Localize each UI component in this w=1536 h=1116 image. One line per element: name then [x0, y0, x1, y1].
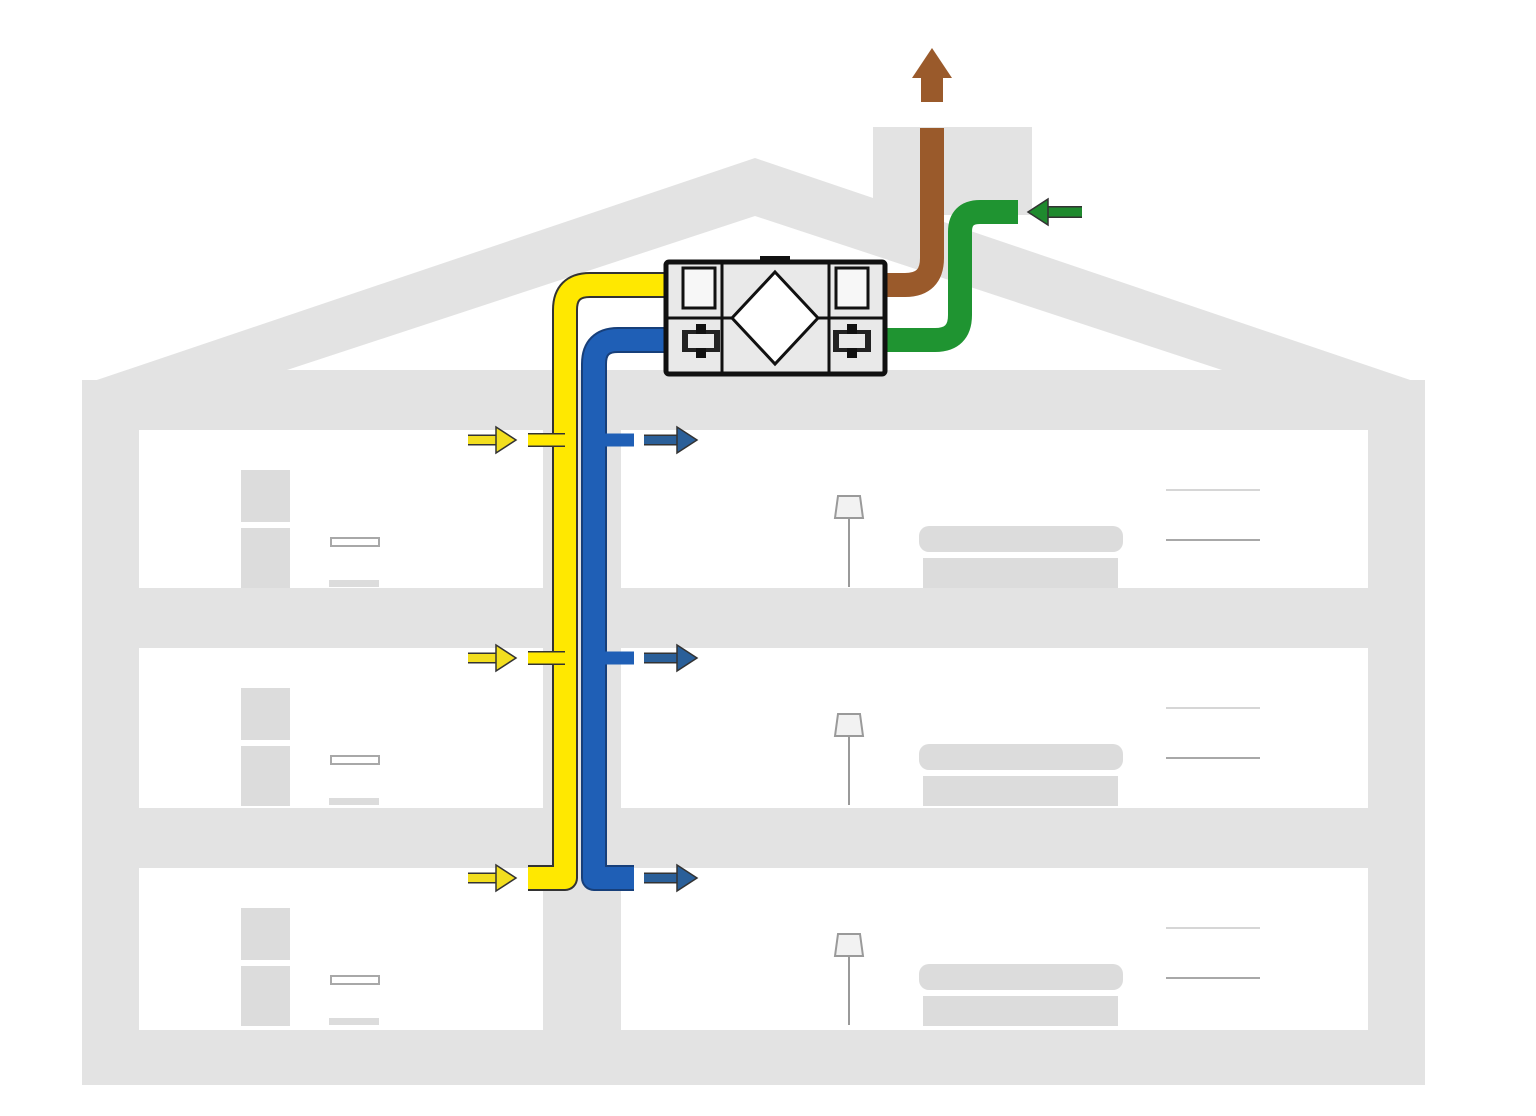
filter-right-icon	[834, 266, 870, 310]
wardrobe-upper	[241, 470, 290, 522]
filter-left-icon	[681, 266, 717, 310]
sofa-seat	[923, 776, 1118, 806]
extract-air-arrow-2-head	[495, 643, 518, 673]
shelf-icon	[330, 537, 380, 547]
supply-air-arrow-1-head	[676, 863, 699, 893]
wardrobe-lower	[241, 966, 290, 1026]
unit-top-latch	[760, 256, 790, 262]
exhaust-air-duct	[885, 128, 944, 297]
extract-air-arrow-2	[468, 643, 518, 673]
supply-air-arrow-2-head	[676, 643, 699, 673]
heat-exchanger-core-icon	[729, 269, 821, 367]
shelf-icon	[330, 975, 380, 985]
fan-right-icon	[833, 324, 871, 358]
supply-air-arrow-3	[644, 425, 699, 455]
shelf-icon	[330, 755, 380, 765]
fresh-air-arrow	[1026, 197, 1082, 227]
floor-2-furniture	[241, 688, 1260, 806]
wardrobe-upper	[241, 908, 290, 960]
fresh-air-arrow-head	[1026, 197, 1049, 227]
exhaust-air-arrow-shaft	[921, 76, 943, 102]
low-cabinet	[329, 798, 379, 805]
sofa-seat	[923, 558, 1118, 588]
low-cabinet	[329, 580, 379, 587]
floor-lamp-icon	[833, 933, 865, 957]
room-floor-2-left	[139, 648, 543, 808]
low-cabinet	[329, 1018, 379, 1025]
extract-air-arrow-1	[468, 863, 518, 893]
ducts	[528, 128, 1018, 891]
supply-air-duct-fill	[583, 329, 666, 889]
wardrobe-lower	[241, 746, 290, 806]
airflow-arrows	[468, 48, 1082, 893]
sofa-back	[919, 964, 1123, 990]
furniture	[241, 470, 1260, 1026]
extract-air-arrow-1-head	[495, 863, 518, 893]
exhaust-air-arrow-head	[912, 48, 952, 78]
supply-air-arrow-2	[644, 643, 699, 673]
supply-air-arrow-3-head	[676, 425, 699, 455]
extract-air-duct-fill	[528, 274, 666, 889]
sofa-back	[919, 744, 1123, 770]
rooms	[139, 430, 1368, 1030]
room-floor-3-left	[139, 430, 543, 588]
room-floor-1-left	[139, 868, 543, 1030]
supply-air-arrow-1	[644, 863, 699, 893]
exhaust-air-arrow	[912, 48, 952, 102]
sofa-back	[919, 526, 1123, 552]
fresh-air-duct	[885, 200, 1018, 352]
sofa-seat	[923, 996, 1118, 1026]
floor-lamp-icon	[833, 495, 865, 519]
wardrobe-lower	[241, 528, 290, 588]
floor-3-furniture	[241, 470, 1260, 588]
floor-lamp-icon	[833, 713, 865, 737]
extract-air-arrow-3-head	[495, 425, 518, 455]
extract-air-arrow-3	[468, 425, 518, 455]
fan-left-icon	[682, 324, 720, 358]
wardrobe-upper	[241, 688, 290, 740]
floor-1-furniture	[241, 908, 1260, 1026]
heat-recovery-unit-icon	[663, 256, 888, 377]
